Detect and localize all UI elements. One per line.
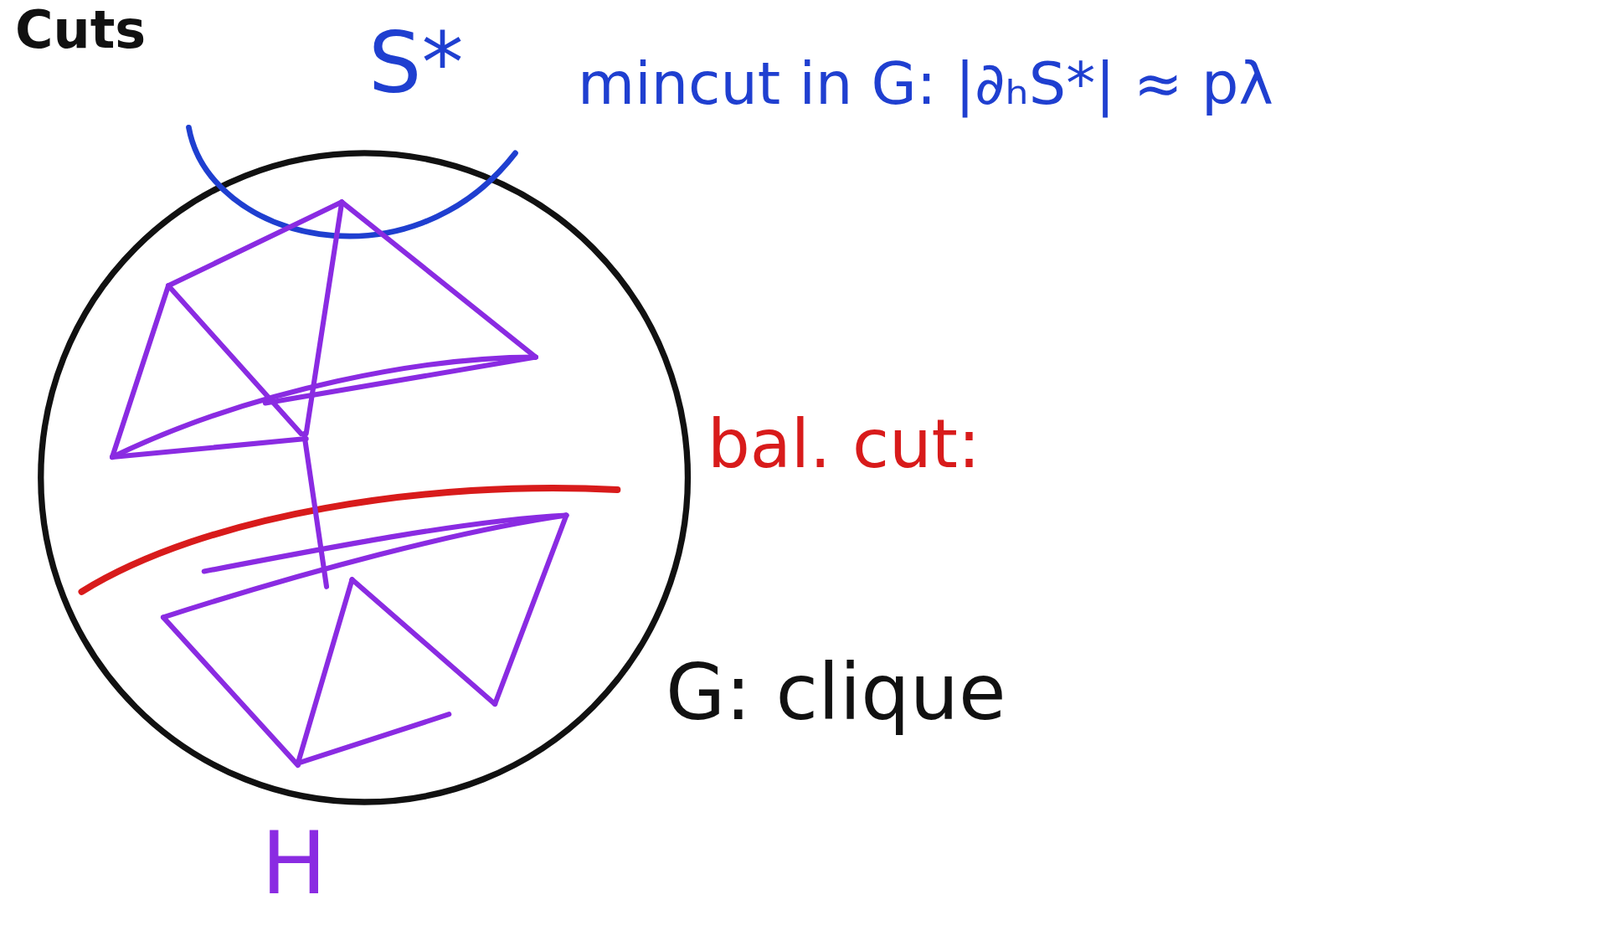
graph-label: H — [261, 813, 327, 915]
mincut-arc — [188, 127, 515, 237]
cut-label: bal. cut: — [707, 406, 981, 484]
balanced-cut-line — [82, 488, 618, 592]
title: Cuts — [15, 0, 146, 60]
clique-outline — [41, 153, 689, 803]
graph-h — [112, 201, 566, 766]
set-label: S* — [368, 15, 464, 112]
mincut-note: mincut in G: |∂ₕS*| ≈ pλ — [577, 50, 1274, 119]
graph-label: G: clique — [665, 648, 1007, 738]
